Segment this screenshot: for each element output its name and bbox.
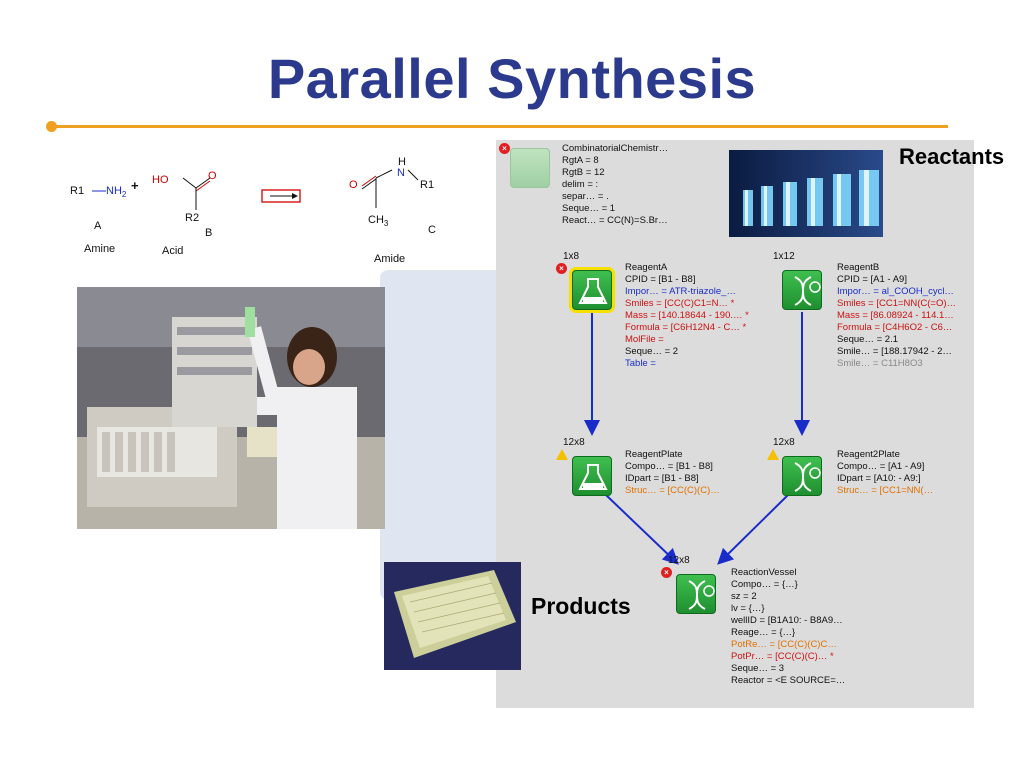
amine-nh2: NH2 <box>106 185 127 200</box>
amide-r1: R1 <box>420 179 435 191</box>
reactants-photo-drawing <box>729 150 883 237</box>
reactionVessel-props: ReactionVessel Compo… = {…} sz = 2 lv = … <box>731 567 846 686</box>
dna-icon <box>794 276 821 306</box>
arrow-plate2-to-vessel <box>717 494 789 565</box>
amide-h: H <box>398 156 406 168</box>
products-photo-drawing <box>384 562 521 670</box>
reagentA-error-icon: × <box>556 263 567 274</box>
products-caption: Products <box>531 593 631 619</box>
title-rule <box>52 125 948 128</box>
reagentA-dim: 1x8 <box>563 251 580 262</box>
acid-ho: HO <box>152 174 169 186</box>
reactants-photo <box>729 150 883 237</box>
products-photo <box>384 562 521 670</box>
slide-title: Parallel Synthesis <box>267 47 757 110</box>
name-amine: Amine <box>84 243 116 255</box>
acid-o: O <box>208 170 217 182</box>
reagent2Plate-node-icon[interactable] <box>782 456 822 496</box>
dna-icon <box>688 580 715 610</box>
reagentPlate-node-icon[interactable] <box>572 456 612 496</box>
reagentB-props: ReagentB CPID = [A1 - A9] Impor… = al_CO… <box>837 262 957 369</box>
label-b: B <box>205 227 213 239</box>
reactionVessel-error-icon: × <box>661 567 672 578</box>
label-a: A <box>94 220 102 232</box>
amine-r1: R1 <box>70 185 85 197</box>
reagentPlate-warning-icon <box>556 449 568 460</box>
workflow-connectors <box>584 312 810 565</box>
reagentA-node-icon[interactable] <box>572 270 612 310</box>
reactionVessel-dim: 12x8 <box>668 555 690 566</box>
acid-r2: R2 <box>185 212 200 224</box>
root-node-props: CombinatorialChemistr… RgtA = 8 RgtB = 1… <box>562 143 669 226</box>
title-rule-dot <box>46 121 57 132</box>
reagent2Plate-props: Reagent2Plate Compo… = [A1 - A9] IDpart … <box>837 449 934 496</box>
lab-photo <box>77 287 385 529</box>
root-error-icon: × <box>499 143 510 154</box>
reaction-scheme-drawing <box>92 169 419 210</box>
reactionVessel-node-icon[interactable] <box>676 574 716 614</box>
reagentPlate-dim: 12x8 <box>563 437 585 448</box>
reagentB-dim: 1x12 <box>773 251 795 262</box>
reactants-caption: Reactants <box>899 144 1005 169</box>
reagentB-node-icon[interactable] <box>782 270 822 310</box>
reagentA-props: ReagentA CPID = [B1 - B8] Impor… = ATR-t… <box>625 262 749 369</box>
amide-ch3: CH3 <box>368 214 389 229</box>
flask-icon <box>578 464 608 490</box>
reagent2Plate-warning-icon <box>767 449 779 460</box>
name-acid: Acid <box>162 245 184 257</box>
plus-sign: + <box>131 178 139 193</box>
arrow-plate-to-vessel <box>605 494 679 565</box>
amide-n: N <box>397 167 405 179</box>
reagentPlate-props: ReagentPlate Compo… = [B1 - B8] IDpart =… <box>625 449 720 496</box>
reagent2Plate-dim: 12x8 <box>773 437 795 448</box>
root-node-icon[interactable] <box>510 148 550 188</box>
flask-icon <box>578 278 608 304</box>
dna-icon <box>794 462 821 492</box>
label-c: C <box>428 224 436 236</box>
name-amide: Amide <box>374 253 406 265</box>
reaction-scheme: R1 NH2 + HO O R2 H N O R1 CH3 A B C Amin… <box>62 150 462 275</box>
amide-o: O <box>349 179 358 191</box>
lab-photo-drawing <box>77 287 385 529</box>
